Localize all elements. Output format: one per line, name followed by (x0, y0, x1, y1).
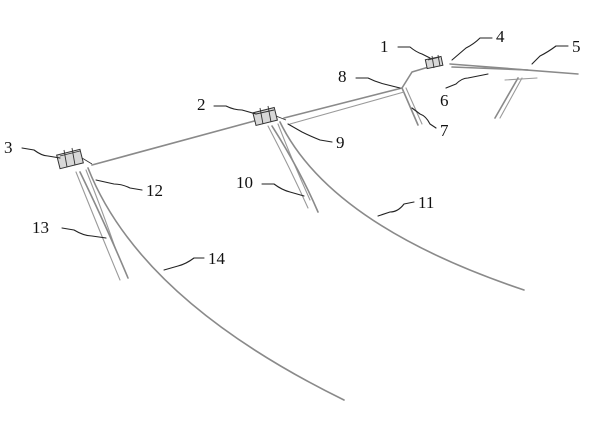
label-9: 9 (336, 133, 345, 152)
wire-link-1-2-lower (289, 91, 405, 125)
device-3-body (56, 148, 84, 170)
wire-10-a (271, 125, 319, 213)
device-2-detail (255, 105, 287, 125)
structure-lines (75, 63, 579, 401)
wire-7-drop (401, 87, 419, 126)
wire-5-lower (451, 66, 529, 71)
leader-8 (355, 77, 401, 89)
label-11: 11 (418, 193, 434, 212)
label-8: 8 (338, 67, 347, 86)
wire-13-a (79, 171, 129, 279)
label-5: 5 (572, 37, 581, 56)
label-7: 7 (440, 121, 449, 140)
label-6: 6 (440, 91, 449, 110)
label-12: 12 (146, 181, 163, 200)
wire-6-leg (494, 77, 519, 119)
leader-11 (377, 201, 415, 217)
leader-12 (95, 179, 143, 191)
wire-10-b (267, 125, 309, 209)
wire-link-2-3 (91, 119, 259, 166)
device-3 (56, 147, 93, 170)
wire-6-leg-2 (499, 77, 523, 119)
device-1-detail (427, 54, 441, 69)
leader-4 (451, 37, 493, 61)
wire-link-1-2-upper (283, 87, 403, 119)
label-2: 2 (197, 95, 206, 114)
label-3: 3 (4, 138, 13, 157)
leader-lines (21, 37, 569, 271)
labels: 1 4 5 8 6 7 2 9 3 10 12 11 13 14 (4, 27, 581, 268)
leader-2 (213, 105, 257, 115)
label-13: 13 (32, 218, 49, 237)
wire-7-drop-2 (405, 87, 423, 125)
leader-5 (531, 45, 569, 65)
leader-13 (61, 227, 107, 239)
wire-8-bracket (401, 65, 433, 89)
label-1: 1 (380, 37, 389, 56)
leader-6 (445, 73, 489, 89)
leader-9 (287, 123, 333, 143)
device-2 (252, 105, 287, 127)
label-4: 4 (496, 27, 505, 46)
leader-3 (21, 147, 61, 159)
label-10: 10 (236, 173, 253, 192)
label-14: 14 (208, 249, 226, 268)
wire-14 (87, 167, 345, 401)
wire-6-foot (504, 77, 538, 81)
leader-14 (163, 257, 205, 271)
device-3-detail (59, 147, 93, 168)
wire-13-b (75, 171, 121, 281)
leader-7 (411, 107, 437, 129)
leader-10 (261, 183, 305, 197)
device-1 (424, 54, 444, 70)
leader-1 (397, 46, 431, 59)
wire-11 (279, 121, 525, 291)
